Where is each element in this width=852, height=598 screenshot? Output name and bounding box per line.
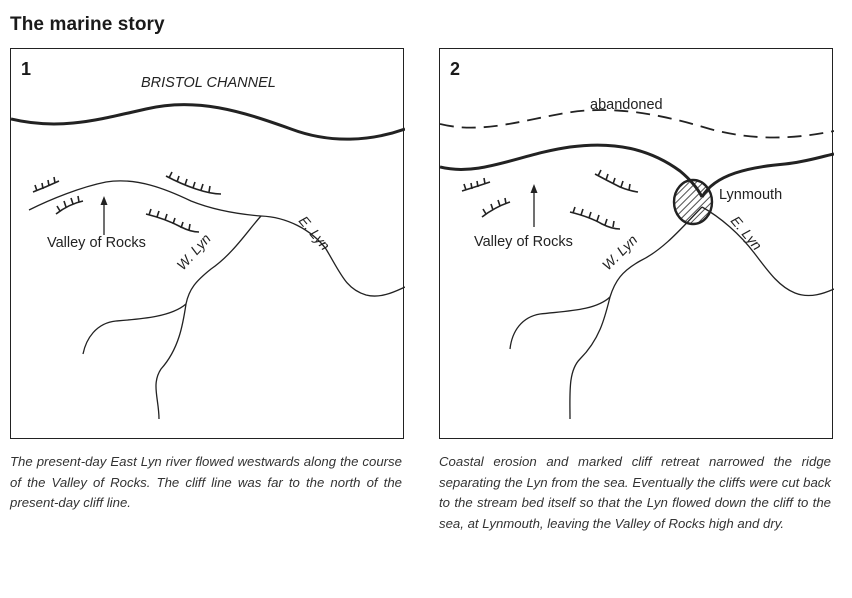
label-e-lyn: E. Lyn: [296, 213, 334, 254]
caption-panel-2: Coastal erosion and marked cliff retreat…: [439, 454, 831, 531]
rock-crags: [32, 171, 222, 233]
label-w-lyn: W. Lyn: [173, 230, 214, 273]
valley-arrow: [100, 196, 108, 235]
cliff-line: [11, 103, 405, 141]
page-title: The marine story: [10, 14, 165, 35]
caption-panel-1: The present-day East Lyn river flowed we…: [10, 454, 402, 510]
cliff-line: [440, 143, 704, 198]
abandoned-cliff-line: [440, 109, 834, 139]
tributary: [82, 303, 187, 355]
label-e-lyn: E. Lyn: [728, 213, 766, 254]
east-lyn-river: [701, 206, 834, 297]
panel-number: 2: [450, 59, 461, 79]
east-lyn-river: [260, 215, 405, 297]
valley-arrow: [530, 184, 538, 227]
diagram-panel-1: BRISTOL CHANNEL Valley of Rocks W. Lyn E…: [10, 48, 405, 439]
label-abandoned: abandoned: [590, 97, 663, 113]
cliff-line-east: [700, 152, 834, 198]
panel-number: 1: [21, 59, 32, 79]
label-w-lyn: W. Lyn: [599, 231, 641, 273]
label-bristol-channel: BRISTOL CHANNEL: [141, 75, 276, 91]
map-2: abandoned Lynmouth Valley of Rocks W. Ly…: [440, 97, 834, 420]
tributary: [509, 296, 611, 350]
valley-river-course: [28, 180, 262, 217]
rock-crags: [461, 169, 639, 230]
map-1: BRISTOL CHANNEL Valley of Rocks W. Lyn E…: [11, 75, 405, 420]
diagram-panel-2: abandoned Lynmouth Valley of Rocks W. Ly…: [439, 48, 834, 439]
label-lynmouth: Lynmouth: [719, 187, 782, 203]
label-valley-of-rocks: Valley of Rocks: [474, 234, 573, 250]
lynmouth-marker: [672, 178, 714, 226]
label-valley-of-rocks: Valley of Rocks: [47, 235, 146, 251]
